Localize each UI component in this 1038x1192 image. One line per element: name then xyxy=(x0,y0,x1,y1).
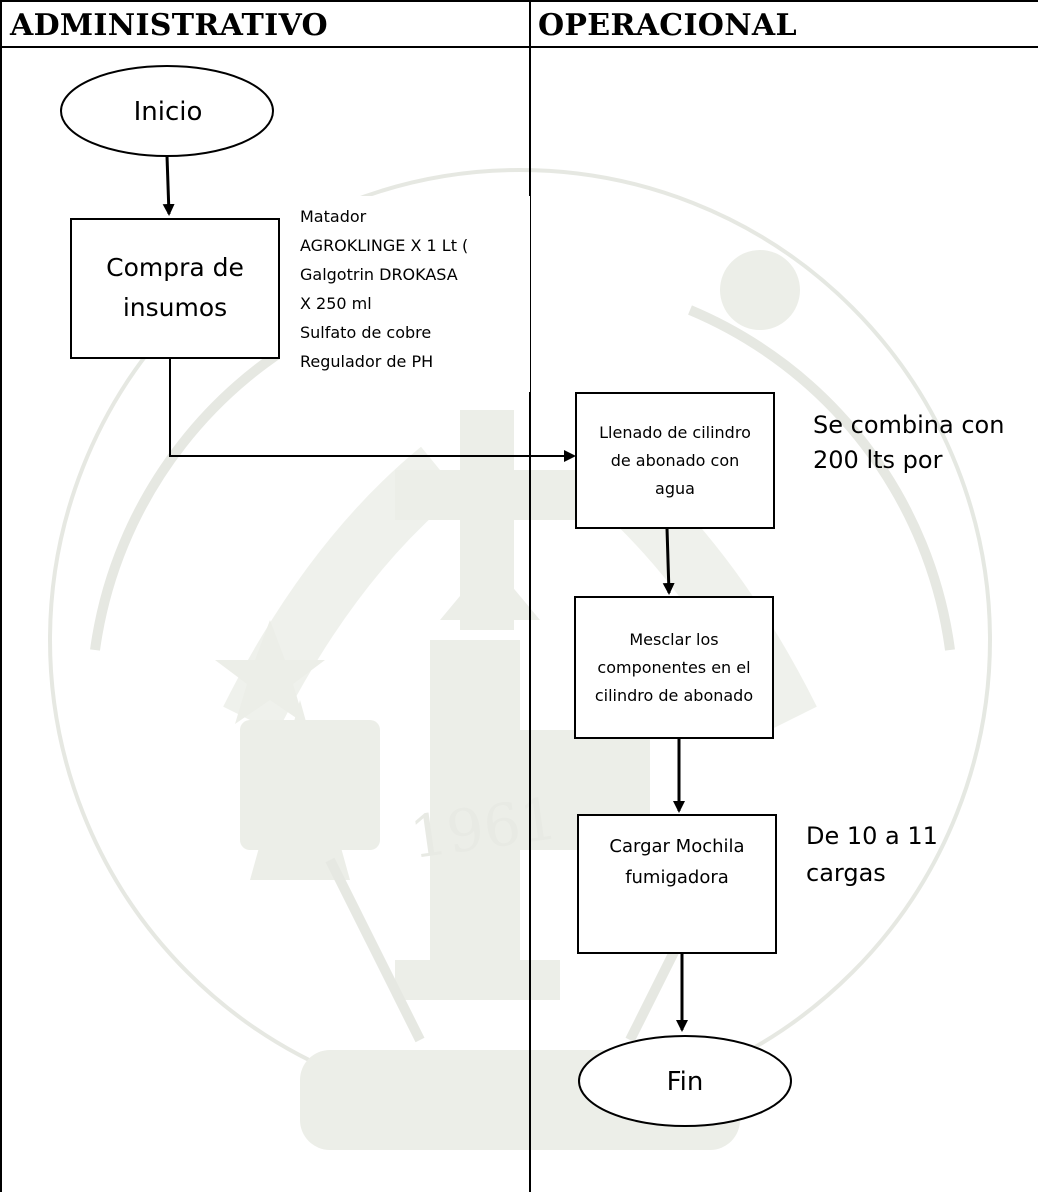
insumos-note-panel xyxy=(280,196,530,392)
process-mesclar-box xyxy=(574,596,774,739)
process-compra-box xyxy=(70,218,280,359)
insumos-note-line: Matador xyxy=(300,207,367,226)
column-header-administrativo: ADMINISTRATIVO xyxy=(10,8,328,43)
cargar-label: Cargar Mochila fumigadora xyxy=(609,836,745,888)
llenado-label: Llenado de cilindro de abonado con agua xyxy=(599,423,751,498)
process-cargar-box xyxy=(577,814,777,954)
insumos-note-line: X 250 ml xyxy=(300,294,372,313)
insumos-note-line: Sulfato de cobre xyxy=(300,323,432,342)
cargas-note: De 10 a 11 cargas xyxy=(806,822,938,887)
connector-compra-llenado xyxy=(169,358,576,462)
insumos-note-line: AGROKLINGE X 1 Lt ( xyxy=(300,236,469,255)
compra-label: Compra de insumos xyxy=(106,253,244,322)
combina-note: Se combina con 200 lts por xyxy=(813,411,1005,474)
insumos-note: Matador AGROKLINGE X 1 Lt ( Galgotrin DR… xyxy=(300,202,468,376)
process-llenado-box xyxy=(575,392,775,529)
end-label: Fin xyxy=(666,1067,704,1097)
arrow-llenado-mesclar xyxy=(662,527,675,595)
arrow-inicio-compra xyxy=(162,155,175,216)
end-terminator xyxy=(578,1035,792,1127)
insumos-note-line: Regulador de PH xyxy=(300,352,434,371)
mesclar-label: Mesclar los componentes en el cilindro d… xyxy=(594,630,754,705)
column-header-operacional: OPERACIONAL xyxy=(538,8,797,43)
start-label: Inicio xyxy=(133,97,203,127)
insumos-note-line: Galgotrin DROKASA xyxy=(300,265,458,284)
